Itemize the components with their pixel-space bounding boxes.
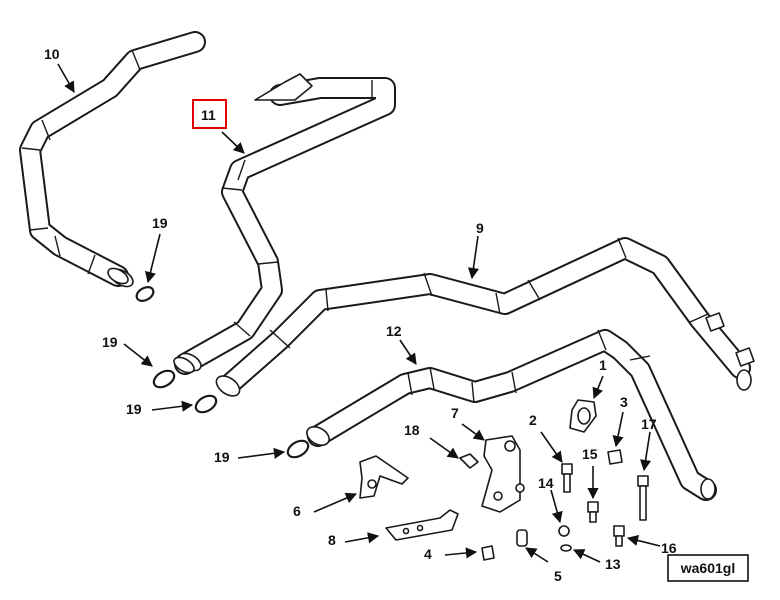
callout-18: 18 bbox=[404, 422, 420, 438]
callout-1: 1 bbox=[599, 357, 607, 373]
o-ring-19-c bbox=[194, 394, 218, 414]
nut-part-4 bbox=[481, 545, 495, 561]
callout-14: 14 bbox=[538, 475, 554, 491]
spacer-part-5 bbox=[516, 529, 528, 547]
callout-3: 3 bbox=[620, 394, 628, 410]
callout-13: 13 bbox=[605, 556, 621, 572]
pipe-9 bbox=[215, 237, 755, 397]
bolt-part-17 bbox=[637, 475, 649, 487]
washer-part-13 bbox=[560, 544, 572, 552]
callout-numbers: 10 11 9 12 19 19 19 19 1 2 3 4 5 6 7 8 1… bbox=[44, 46, 677, 584]
callout-19-c: 19 bbox=[126, 401, 142, 417]
pipe-11 bbox=[173, 73, 396, 375]
bolt-part-18 bbox=[459, 453, 479, 469]
callout-10: 10 bbox=[44, 46, 60, 62]
callout-19-a: 19 bbox=[152, 215, 168, 231]
highlight-box bbox=[192, 99, 227, 129]
bolt-part-2 bbox=[561, 463, 573, 475]
callout-4: 4 bbox=[424, 546, 432, 562]
callout-17: 17 bbox=[641, 416, 657, 432]
callout-19-d: 19 bbox=[214, 449, 230, 465]
bracket-part-6 bbox=[359, 455, 409, 499]
bolt-part-16 bbox=[613, 525, 625, 537]
callout-12: 12 bbox=[386, 323, 402, 339]
callout-7: 7 bbox=[451, 405, 459, 421]
o-rings bbox=[135, 286, 310, 459]
o-ring-19-b bbox=[152, 369, 176, 389]
washer-part-14 bbox=[558, 525, 570, 537]
reference-code-box: wa601gl bbox=[667, 554, 749, 582]
bolt-part-15 bbox=[587, 501, 599, 513]
nut-part-3 bbox=[607, 449, 623, 465]
callout-11: 11 bbox=[201, 107, 216, 123]
o-ring-19-a bbox=[135, 286, 155, 302]
callout-8: 8 bbox=[328, 532, 336, 548]
callout-15: 15 bbox=[582, 446, 598, 462]
callout-16: 16 bbox=[661, 540, 677, 556]
o-ring-19-d bbox=[286, 439, 310, 459]
leader-arrows bbox=[57, 63, 661, 563]
bracket-part-8 bbox=[385, 509, 459, 541]
hardware-parts bbox=[359, 399, 649, 561]
pipe-12 bbox=[306, 329, 717, 501]
callout-5: 5 bbox=[554, 568, 562, 584]
reference-code: wa601gl bbox=[680, 560, 735, 576]
callout-9: 9 bbox=[476, 220, 484, 236]
callout-2: 2 bbox=[529, 412, 537, 428]
pipe-10 bbox=[19, 31, 206, 288]
callout-19-b: 19 bbox=[102, 334, 118, 350]
callout-6: 6 bbox=[293, 503, 301, 519]
bracket-part-7 bbox=[481, 435, 521, 513]
